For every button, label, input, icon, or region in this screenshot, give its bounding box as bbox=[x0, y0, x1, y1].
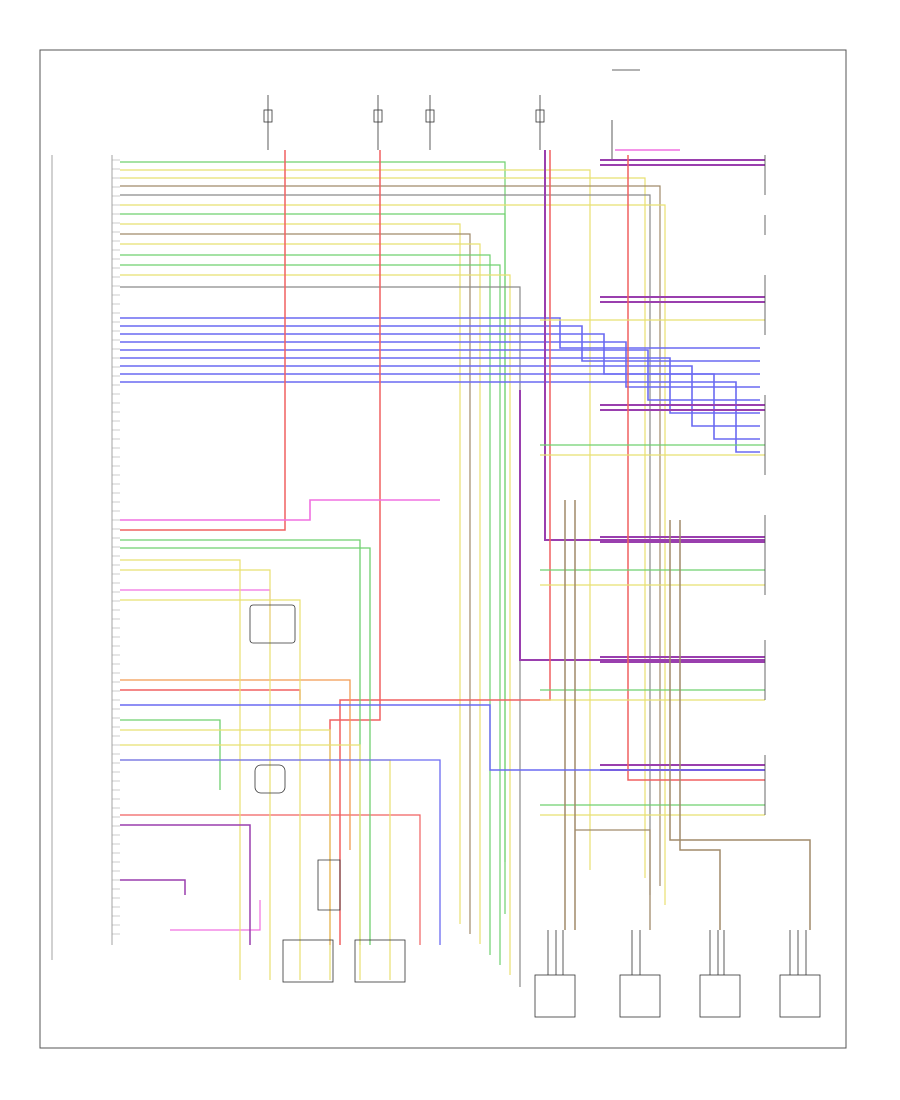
wire bbox=[120, 589, 271, 640]
wire bbox=[120, 381, 760, 453]
connector-pin-ticks bbox=[112, 159, 120, 935]
power-supply-group bbox=[263, 69, 640, 160]
wire bbox=[120, 223, 461, 924]
wire bbox=[120, 341, 760, 388]
hydraulic-pressure-box bbox=[282, 939, 334, 983]
yaw-sensor-box bbox=[249, 604, 296, 644]
wire bbox=[120, 373, 760, 440]
wheel-sensor-rf-box bbox=[619, 974, 661, 1018]
wire bbox=[120, 744, 361, 980]
wire bbox=[120, 879, 186, 895]
control-module-connector bbox=[51, 155, 113, 960]
wire bbox=[669, 520, 811, 930]
wire bbox=[120, 814, 421, 945]
wire bbox=[120, 599, 301, 980]
wire bbox=[120, 689, 301, 700]
wire bbox=[679, 520, 721, 930]
wire bbox=[120, 349, 760, 401]
wire bbox=[120, 150, 286, 531]
wire bbox=[120, 286, 521, 987]
wire bbox=[120, 547, 371, 945]
relay-symbol bbox=[317, 859, 341, 911]
wire bbox=[170, 900, 261, 931]
wire bbox=[120, 233, 471, 934]
wire bbox=[120, 759, 441, 945]
wheel-sensor-lr-box bbox=[699, 974, 741, 1018]
wire bbox=[120, 264, 501, 965]
brake-switch-box bbox=[354, 939, 406, 983]
wire bbox=[120, 365, 760, 427]
wire bbox=[120, 204, 666, 905]
wire bbox=[120, 679, 351, 850]
wire bbox=[120, 213, 506, 914]
wire bbox=[339, 150, 551, 945]
wire bbox=[120, 274, 511, 975]
wire bbox=[544, 150, 765, 541]
wheel-sensor-rr-box bbox=[779, 974, 821, 1018]
wire bbox=[120, 333, 760, 375]
steering-sensor-box bbox=[254, 764, 286, 794]
wire bbox=[120, 569, 271, 980]
diagram-border bbox=[39, 49, 847, 1049]
wire bbox=[120, 254, 491, 955]
wire bbox=[120, 194, 651, 895]
wire bbox=[120, 185, 661, 886]
wire bbox=[120, 243, 481, 944]
wire bbox=[120, 719, 221, 790]
wire bbox=[120, 729, 331, 980]
wire bbox=[519, 390, 765, 661]
wire bbox=[120, 317, 760, 349]
bottom-components bbox=[282, 930, 821, 1018]
wire bbox=[120, 161, 506, 862]
wheel-sensor-lf-box bbox=[534, 974, 576, 1018]
wire bbox=[120, 169, 591, 870]
wire bbox=[120, 824, 251, 945]
center-components bbox=[249, 604, 341, 911]
wire bbox=[120, 177, 646, 878]
wire bbox=[120, 499, 440, 521]
wire bbox=[120, 559, 241, 980]
wire bbox=[120, 325, 760, 362]
wire bbox=[120, 357, 760, 414]
wire bbox=[627, 155, 765, 781]
wire-harness bbox=[120, 149, 811, 987]
wire bbox=[120, 704, 765, 771]
wire bbox=[575, 829, 651, 930]
